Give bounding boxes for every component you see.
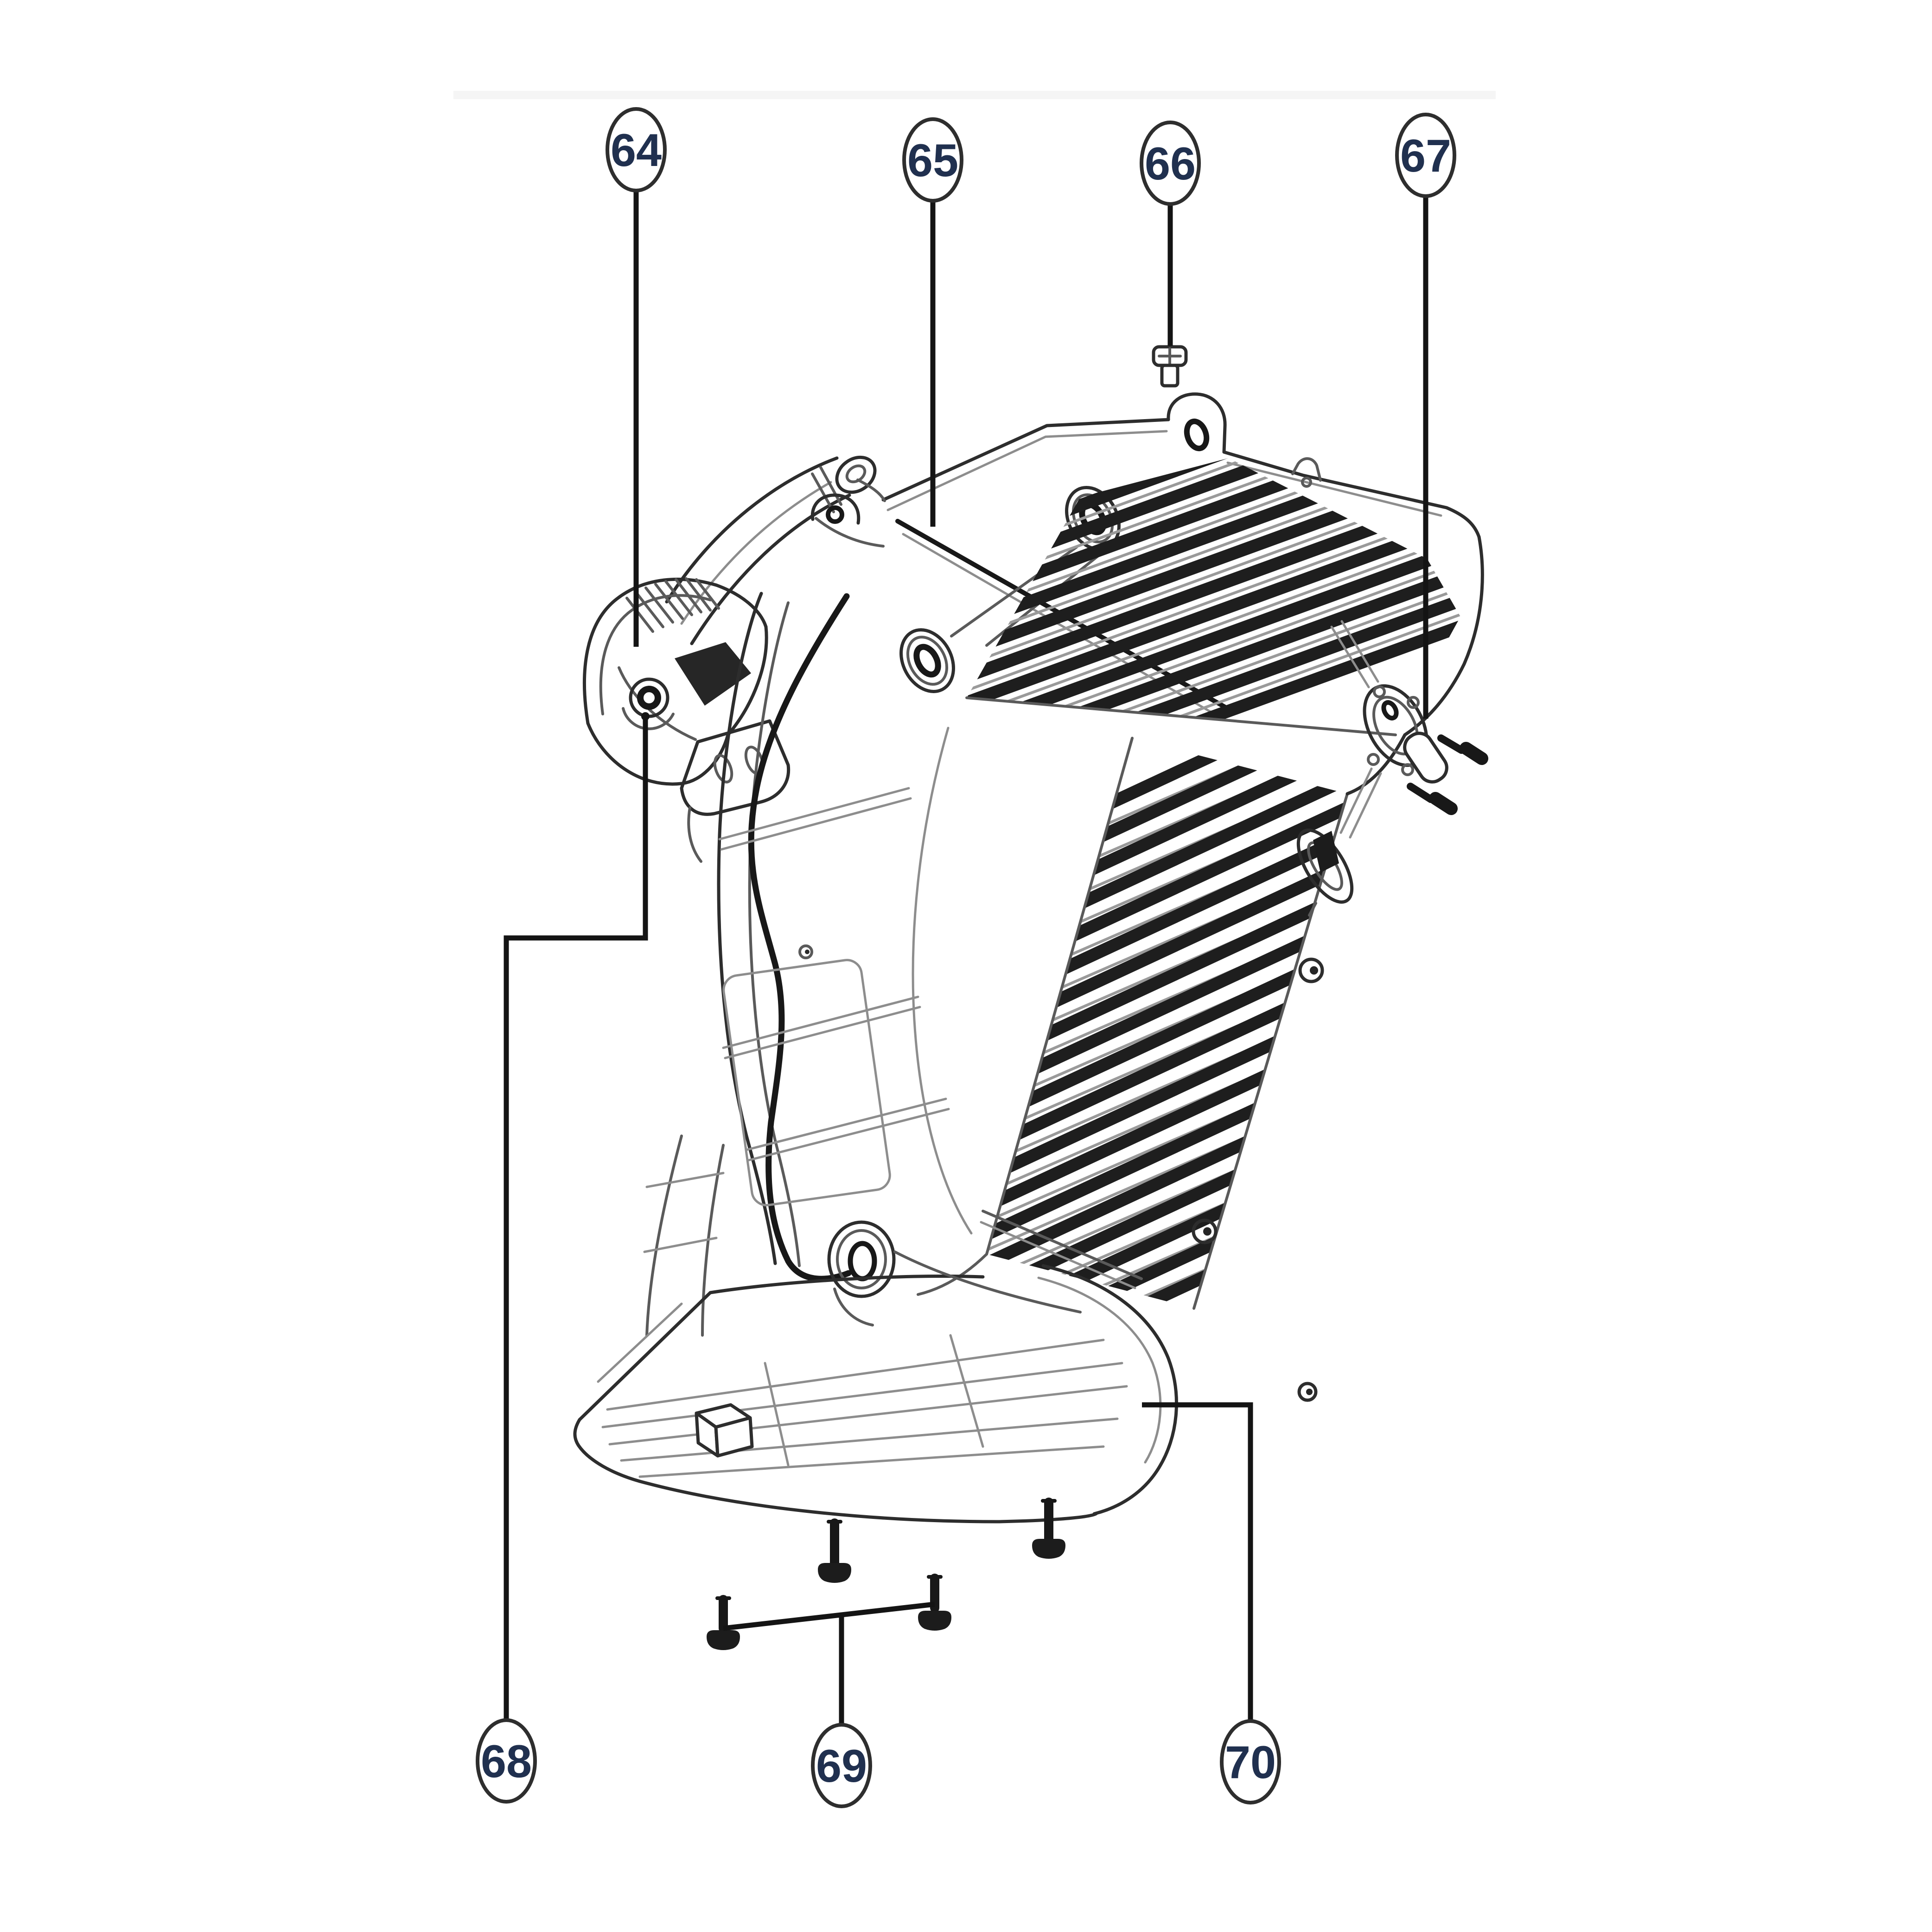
callouts: 64 65 66 67 68 69 70: [476, 107, 1456, 1808]
fin-bank-lower-left-edge: [985, 737, 1134, 1256]
cover-screw-lug: [1167, 392, 1227, 454]
handle-end-cap: [835, 455, 877, 494]
base-plate: [573, 1210, 1178, 1524]
fin-bank-lower: [987, 738, 1347, 1308]
callout-65-label: 65: [907, 134, 958, 186]
callout-70: 70: [1220, 1719, 1281, 1804]
callout-67-label: 67: [1400, 130, 1451, 181]
deck-block: [695, 1403, 754, 1458]
leader-68: [504, 716, 648, 1720]
flange-screw-upper: [1437, 734, 1488, 765]
housing-seam: [748, 593, 852, 1282]
screw-mid-right: [1032, 1498, 1065, 1559]
callout-68: 68: [476, 1718, 537, 1804]
flange-screw-lower: [1407, 783, 1458, 815]
latch-grip-hatch: [625, 577, 720, 633]
screw-dot-1: [1298, 957, 1324, 983]
flange-assembly: [1296, 620, 1488, 917]
screw-66: [1152, 345, 1188, 388]
cover-ear-hole: [826, 505, 844, 524]
cover-boss-lower: [899, 628, 955, 693]
screw-mid-left: [818, 1518, 851, 1583]
latch-opening-shadow: [675, 642, 751, 706]
callout-67: 67: [1395, 113, 1456, 198]
main-column: [643, 592, 973, 1337]
screw-low-right: [918, 1574, 951, 1631]
handle: [665, 455, 877, 645]
device-drawing: [573, 345, 1488, 1650]
callout-64-label: 64: [611, 124, 662, 176]
flange-cylinder: [1403, 732, 1448, 784]
callout-66: 66: [1140, 121, 1201, 206]
callout-66-label: 66: [1145, 138, 1196, 189]
callout-65: 65: [902, 117, 963, 203]
leader-lines: [504, 191, 1428, 1725]
callout-68-label: 68: [481, 1735, 532, 1787]
screw-dot-2: [1192, 1218, 1218, 1244]
cover-lug-hole: [1184, 418, 1210, 452]
callout-64: 64: [606, 107, 667, 192]
screw-low-left: [707, 1595, 740, 1650]
screw-dot-3: [1297, 1382, 1318, 1402]
latch-assembly: [583, 577, 791, 863]
column-screw-dot: [798, 944, 813, 959]
eyelet: [1296, 828, 1354, 917]
callout-69: 69: [811, 1723, 872, 1808]
base-heel: [1041, 1264, 1178, 1516]
fin-bank-upper-bottom-edge: [965, 696, 1397, 736]
page-top-band: [453, 91, 1496, 99]
callout-69-label: 69: [816, 1740, 867, 1792]
callout-70-label: 70: [1225, 1736, 1276, 1788]
leader-70: [1142, 1402, 1253, 1721]
leader-69: [723, 1601, 935, 1725]
